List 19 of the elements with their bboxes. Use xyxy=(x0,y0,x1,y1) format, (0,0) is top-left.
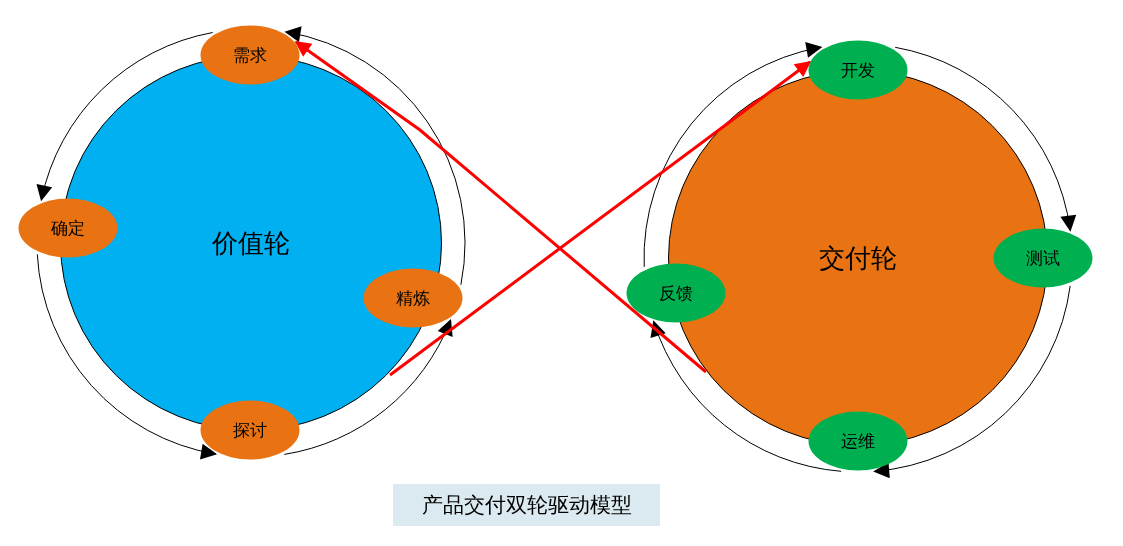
arrow xyxy=(894,46,1076,232)
arrow xyxy=(651,320,842,472)
stage-ellipse: 测试 xyxy=(993,228,1093,288)
stage-ellipse: 确定 xyxy=(18,198,118,258)
arrow xyxy=(284,27,466,286)
caption: 产品交付双轮驱动模型 xyxy=(393,484,660,526)
stage-ellipse: 精炼 xyxy=(363,268,463,328)
stage-ellipse: 需求 xyxy=(200,25,300,85)
stage-ellipse: 运维 xyxy=(808,411,908,471)
arrow xyxy=(643,42,823,268)
arrow xyxy=(389,60,812,377)
arrow xyxy=(873,285,1071,478)
arrow xyxy=(37,32,214,202)
arrow xyxy=(294,40,707,374)
arrow xyxy=(283,319,452,455)
stage-ellipse: 开发 xyxy=(808,40,908,100)
arrow xyxy=(36,253,218,459)
stage-ellipse: 反馈 xyxy=(626,263,726,323)
stage-ellipse: 探讨 xyxy=(200,400,300,460)
